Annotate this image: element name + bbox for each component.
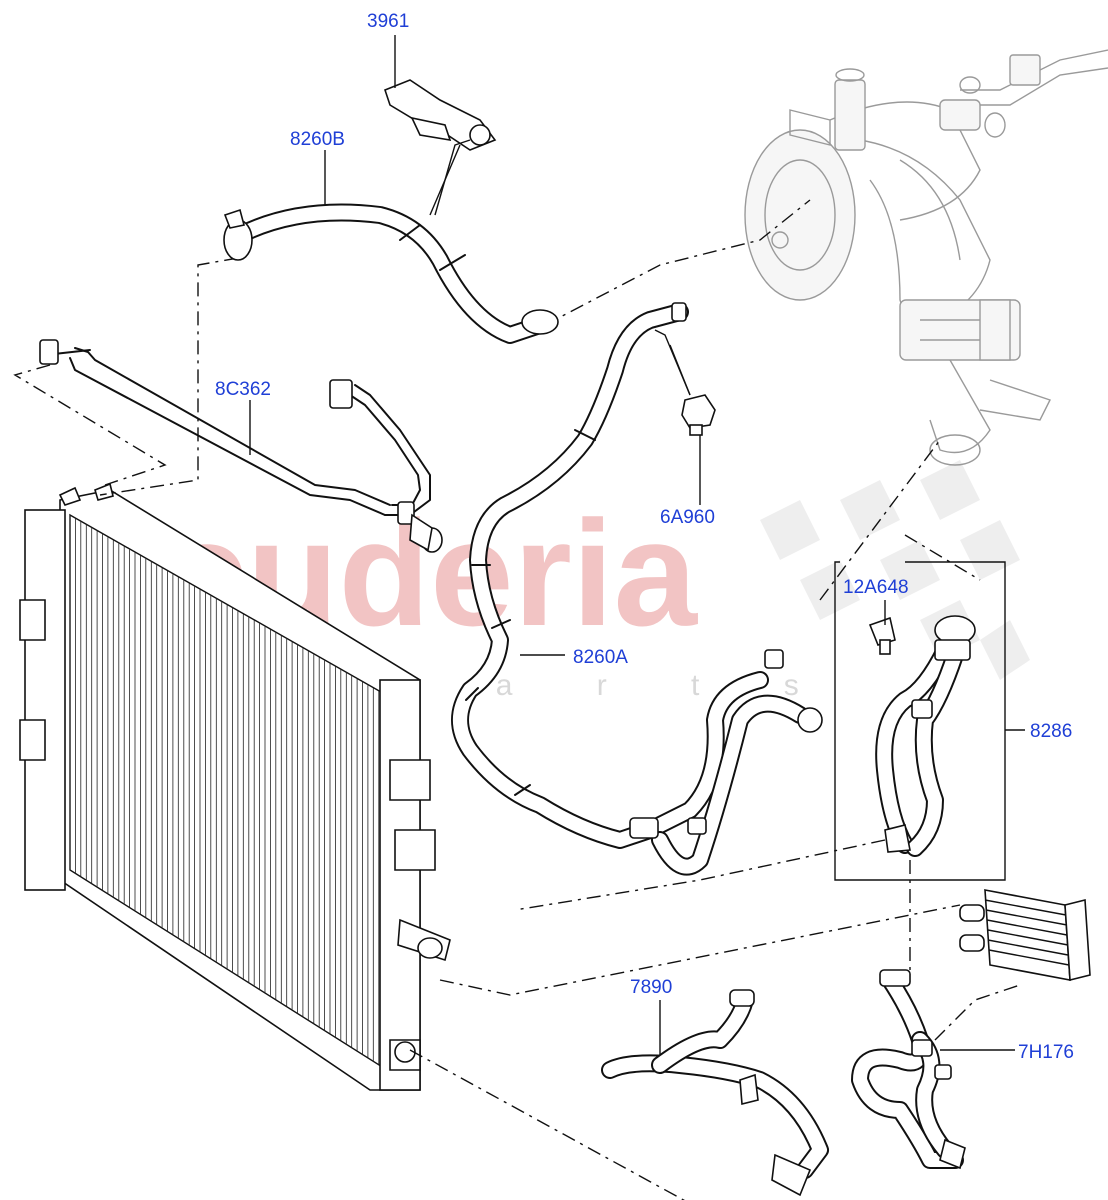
callout-12A648[interactable]: 12A648 <box>843 577 909 598</box>
part-8260A-hose <box>451 302 823 876</box>
part-8260B-hose <box>223 203 559 344</box>
part-7H176-hose <box>851 969 966 1170</box>
part-8286-group <box>834 561 1006 881</box>
oil-cooler <box>959 889 1091 982</box>
connection-lines <box>13 199 1021 1200</box>
part-8C362-pipe <box>39 339 443 553</box>
engine-assembly-ghost <box>744 49 1108 466</box>
callout-8260B[interactable]: 8260B <box>290 129 345 150</box>
callout-7H176[interactable]: 7H176 <box>1018 1042 1074 1063</box>
callout-3961[interactable]: 3961 <box>367 11 409 32</box>
radiator <box>19 482 451 1091</box>
callout-8260A[interactable]: 8260A <box>573 647 628 668</box>
part-6A960-clip <box>681 394 716 436</box>
leader-lines <box>249 35 1025 1055</box>
part-7890-hose <box>601 989 829 1197</box>
radiator-fins <box>69 515 396 1075</box>
part-3961-bracket <box>384 79 497 151</box>
checkered-flag-icon <box>760 460 1030 680</box>
callout-labels: 3961 8260B 8C362 6A960 12A648 8260A 8286… <box>215 11 1074 1063</box>
callout-6A960[interactable]: 6A960 <box>660 507 715 528</box>
callout-7890[interactable]: 7890 <box>630 977 672 998</box>
callout-8286[interactable]: 8286 <box>1030 721 1072 742</box>
callout-8C362[interactable]: 8C362 <box>215 379 271 400</box>
